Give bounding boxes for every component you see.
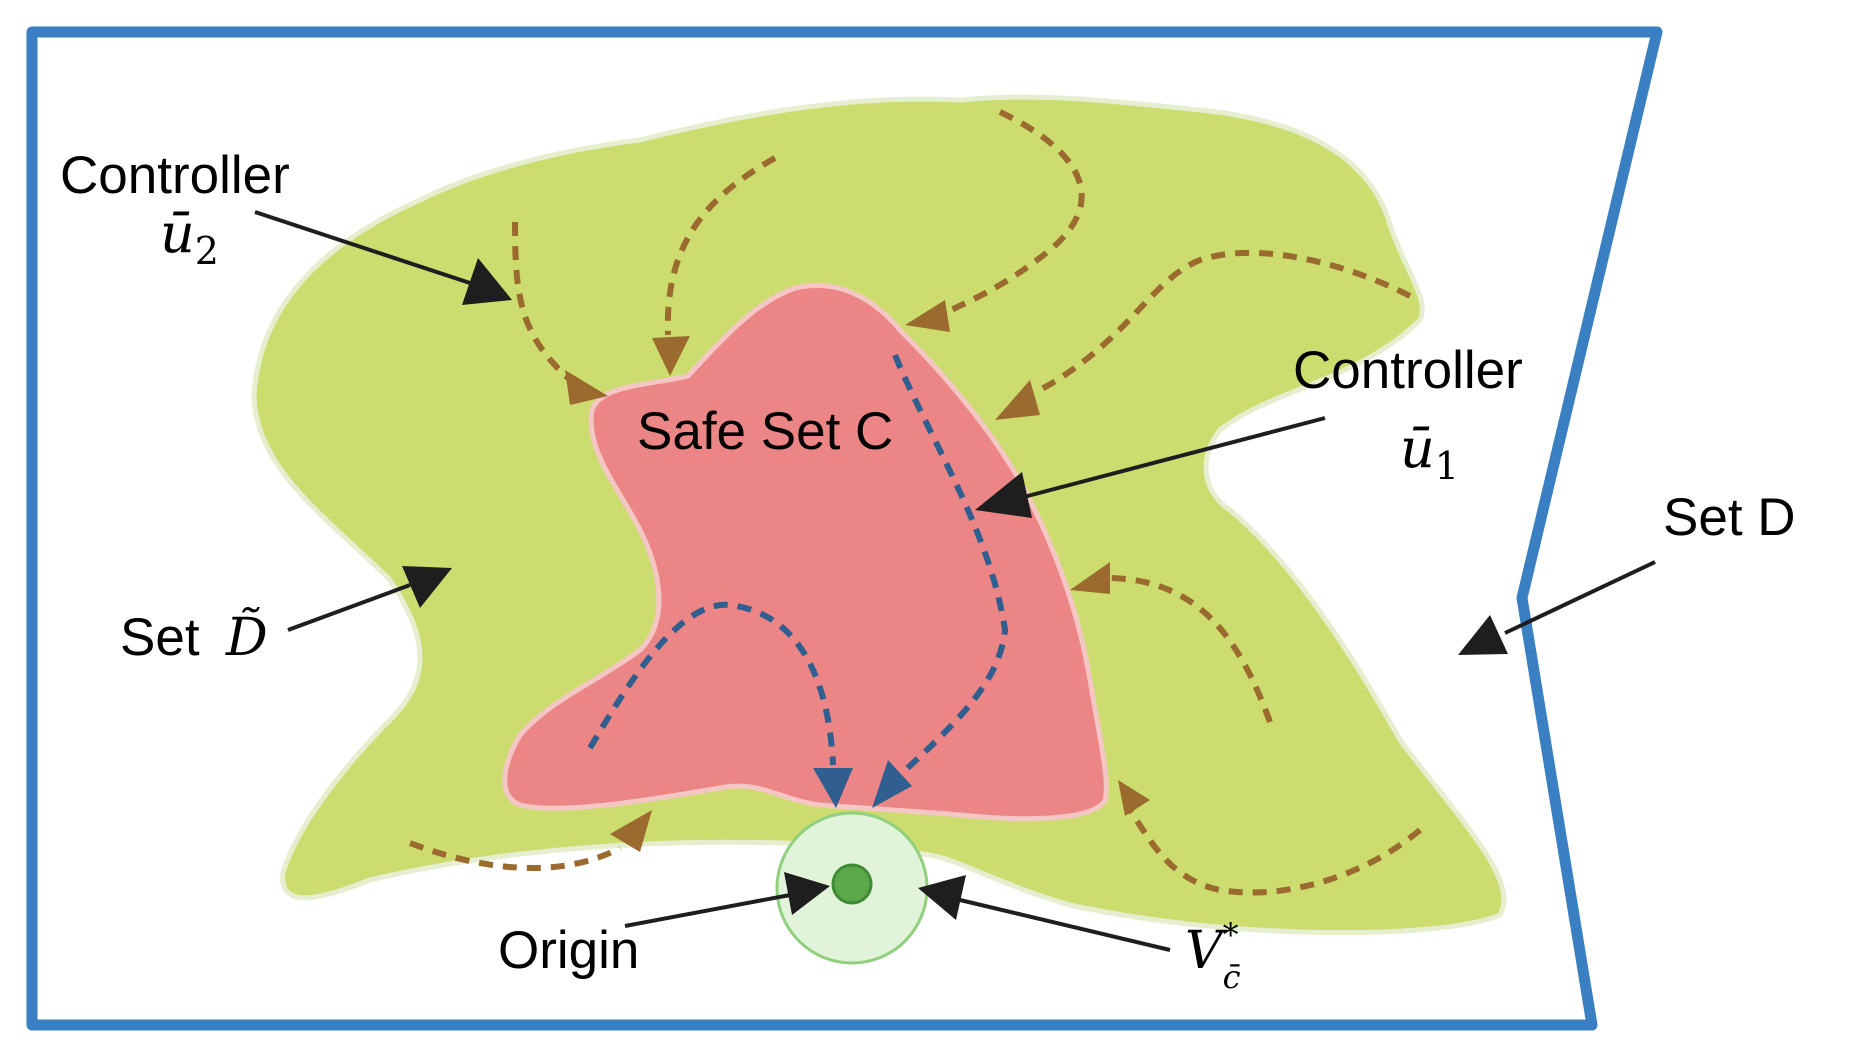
brown-trajectory-1 [512,221,582,391]
origin-label: Origin [498,921,639,980]
brown-arrowhead-5 [1070,562,1110,594]
set-d-label: Set D [1663,488,1796,547]
set-d-tilde-label: Set [120,608,200,667]
brown-arrowhead-6 [1118,780,1150,816]
v-star-superscript: * [1223,916,1239,954]
controller-u2-symbol: ū2 [160,202,219,273]
v-star-subscript: c̄ [1223,958,1241,996]
brown-trajectory-3 [933,109,1085,321]
pointer-head-set-d [1458,615,1508,655]
brown-trajectory-2 [664,155,777,336]
controller-u2-subscript: 2 [195,229,219,273]
pointer-head-controller-u2 [462,258,512,305]
annotation-pointers [254,210,1656,952]
brown-arrowhead-4 [995,380,1040,420]
pointer-v-star [959,898,1171,952]
controller-u2-trajectories [408,109,1422,896]
brown-arrowhead-1 [565,370,608,405]
brown-arrowhead-2 [652,336,690,376]
safe-set-c-region [502,283,1109,822]
controller-u1-trajectories [587,353,1009,808]
pointer-head-origin [784,872,830,915]
brown-arrowhead-7 [610,810,652,852]
v-star-label: V* c̄ [1185,916,1241,996]
brown-trajectory-5 [1109,575,1273,724]
controller-u1-label: Controller [1293,341,1523,400]
brown-arrowhead-3 [905,300,950,332]
set-d-tilde-symbol: D̃ [225,607,268,668]
origin-dot [831,863,873,905]
safe-set-c-label: Safe Set C [637,402,893,461]
brown-trajectory-6 [1127,808,1422,896]
blue-trajectory-1 [587,601,836,766]
pointer-head-v-star [918,875,966,920]
controller-u1-symbol: ū1 [1400,417,1459,488]
controller-u1-symbol-main: ū [1400,417,1435,480]
blue-arrowhead-2 [872,760,912,808]
brown-trajectory-4 [1038,249,1412,393]
pointer-controller-u2 [254,210,471,285]
v-star-symbol: V [1185,921,1227,981]
brown-trajectory-7 [408,840,622,871]
pointer-head-controller-u1 [975,472,1032,518]
pointer-controller-u1 [1019,416,1326,500]
pointer-set-d-tilde [287,583,411,632]
controller-u2-symbol-main: ū [160,202,195,265]
controller-u1-subscript: 1 [1435,444,1459,488]
pointer-head-set-d-tilde [402,566,452,608]
blue-trajectory-2 [892,353,1009,778]
controller-u2-label: Controller [60,146,290,205]
pointer-set-d [1504,560,1656,635]
blue-arrowhead-1 [813,768,853,808]
pointer-origin [624,893,791,928]
